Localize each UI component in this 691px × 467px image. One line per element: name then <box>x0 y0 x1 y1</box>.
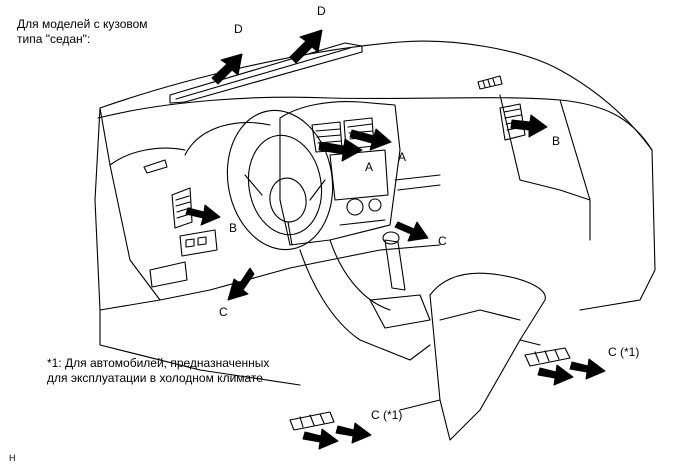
callout-d-left: D <box>234 22 243 36</box>
dash-right-outline <box>579 149 656 311</box>
right-side-vent <box>499 103 526 141</box>
arrow-c-rear-right-1 <box>537 364 574 386</box>
body-type-note: Для моделей с кузовом типа "седан": <box>17 17 148 47</box>
arrow-b-right <box>510 114 548 138</box>
steering-wheel-outer <box>226 109 334 251</box>
body-type-note-line-2: типа "седан": <box>17 32 91 46</box>
center-stack <box>279 101 401 246</box>
callout-d-right: D <box>317 4 326 18</box>
airflow-arrows <box>185 29 606 450</box>
shift-lever <box>384 239 406 291</box>
footnote: *1: Для автомобилей, предназначенных для… <box>47 356 269 386</box>
steering-wheel-inner <box>247 134 323 236</box>
arrow-a-right <box>349 128 392 151</box>
arrow-d-right <box>289 29 323 64</box>
arrow-b-left <box>185 204 221 226</box>
arrow-a-left <box>318 138 363 162</box>
arrow-c-floor <box>227 267 255 301</box>
lower-dash <box>159 244 441 301</box>
center-console <box>299 249 431 361</box>
rear-duct-left <box>289 411 335 431</box>
footnote-line-2: для эксплуатации в холодном климате <box>47 371 263 385</box>
callout-c-rear-left: C (*1) <box>371 408 403 422</box>
arrow-c-rear-right-2 <box>569 358 606 380</box>
callout-c-console: C <box>438 234 447 248</box>
arrow-c-rear-left-1 <box>302 428 339 450</box>
rear-duct-right <box>524 347 571 367</box>
document-code: H <box>9 453 16 463</box>
callout-a-right: A <box>398 150 407 164</box>
left-side-vent <box>171 187 193 229</box>
defroster-vent <box>169 42 363 104</box>
dash-left-outline <box>94 107 161 311</box>
callout-c-rear-right: C (*1) <box>608 345 640 359</box>
dash-upper-surface <box>97 96 653 151</box>
callout-a-left: A <box>365 160 374 174</box>
footnote-line-1: *1: Для автомобилей, предназначенных <box>47 356 270 370</box>
callout-b-right: B <box>552 134 561 148</box>
dash-top-outline <box>99 40 653 151</box>
callout-c-floor: C <box>219 305 228 319</box>
steering-hub <box>269 177 307 223</box>
arrow-c-rear-left-2 <box>335 422 372 444</box>
arrow-c-console <box>394 221 429 242</box>
body-type-note-line-1: Для моделей с кузовом <box>17 17 148 31</box>
console-box <box>429 272 546 441</box>
callout-b-left: B <box>229 221 238 235</box>
arrow-d-left <box>211 53 243 85</box>
floor-outline <box>99 309 541 411</box>
